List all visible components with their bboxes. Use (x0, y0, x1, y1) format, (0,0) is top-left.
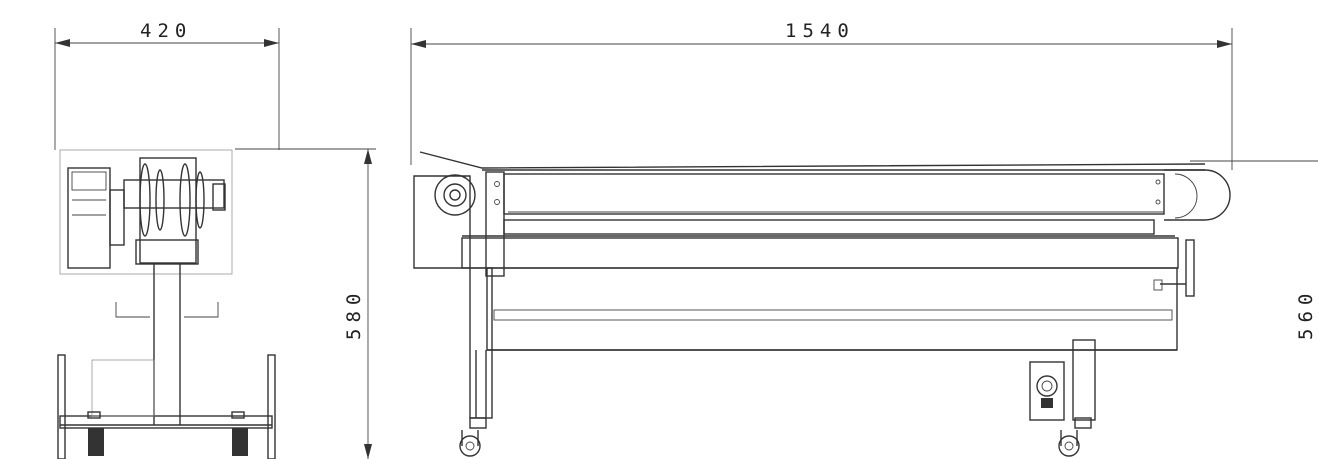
dimension-side-height: 580 (235, 148, 376, 459)
front-view: 1540 560 (410, 20, 1318, 457)
dimension-front-height: 560 (1190, 160, 1318, 340)
dimension-text-side-height: 580 (343, 288, 365, 340)
dimension-text-front-length: 1540 (785, 20, 855, 42)
dimension-front-length: 1540 (410, 20, 1233, 170)
dimension-text-front-height: 560 (1295, 288, 1317, 340)
side-view: 420 580 (54, 20, 376, 459)
dimension-text-side-width: 420 (140, 20, 192, 42)
dimension-side-width: 420 (54, 20, 280, 150)
